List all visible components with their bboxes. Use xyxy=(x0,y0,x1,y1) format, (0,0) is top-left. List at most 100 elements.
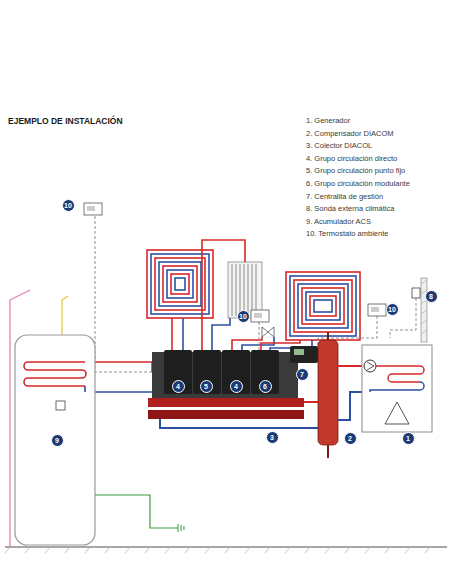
pump-module xyxy=(251,350,279,394)
floor-line xyxy=(5,546,447,548)
callout-text: 5 xyxy=(204,383,208,390)
callout-text: 9 xyxy=(55,437,59,444)
coil-loop xyxy=(151,254,209,314)
pump-module xyxy=(222,350,250,394)
control-display xyxy=(294,349,304,355)
callout-number: 10 xyxy=(237,310,250,323)
wall-hatch xyxy=(421,280,427,334)
callout-text: 10 xyxy=(64,202,72,209)
callout-text: 4 xyxy=(234,383,238,390)
ground-symbol xyxy=(178,524,184,532)
return-pipe xyxy=(338,392,362,420)
callout-number: 9 xyxy=(51,434,64,447)
coil-loop xyxy=(294,280,352,332)
wall xyxy=(421,278,427,342)
key-entry: 3. Colector DIACOL xyxy=(306,141,372,150)
burner-symbol xyxy=(385,402,409,424)
callout-text: 8 xyxy=(429,293,433,300)
callout-text: 2 xyxy=(348,435,352,442)
tank-coil xyxy=(84,386,86,392)
thermostat-display xyxy=(254,313,262,318)
tank-sensor xyxy=(56,401,65,410)
generator-coil xyxy=(370,382,424,392)
vent-stub xyxy=(327,332,329,340)
coil-loop xyxy=(171,274,189,294)
pump-module xyxy=(193,350,221,394)
callout-number: 5 xyxy=(200,380,213,393)
callout-text: 7 xyxy=(300,371,304,378)
thermostat-box xyxy=(84,203,102,215)
key-entry: 9. Acumulador ACS xyxy=(306,217,371,226)
separator-body xyxy=(318,340,338,445)
supply-pipe xyxy=(304,401,318,403)
callout-number: 1 xyxy=(402,432,415,445)
coil-loop xyxy=(155,258,205,310)
return-pipe xyxy=(212,318,230,352)
floor-heating-coil xyxy=(147,250,213,318)
coil-loop xyxy=(286,272,360,340)
coil-loop xyxy=(167,270,193,298)
key-entry: 8. Sonda externa climática xyxy=(306,204,394,213)
drain-stub xyxy=(327,445,329,458)
collector-bar xyxy=(148,398,304,407)
tank-coil xyxy=(24,362,86,386)
pump-symbol xyxy=(367,362,374,370)
outdoor-sensor xyxy=(412,278,427,342)
callout-number: 4 xyxy=(230,380,243,393)
callout-text: 4 xyxy=(176,383,180,390)
supply-pipe xyxy=(171,318,173,352)
thermostat-box xyxy=(368,304,386,316)
callout-text: 10 xyxy=(239,313,247,320)
signal-wire xyxy=(95,216,164,372)
coil-loop xyxy=(159,262,201,306)
room-thermostat xyxy=(251,310,269,322)
thermostat-display xyxy=(371,307,379,312)
key-entry: 6. Grupo circulación modulante xyxy=(306,179,410,188)
callout-text: 1 xyxy=(406,435,410,442)
key-entry: 1. Generador xyxy=(306,116,350,125)
key-entry: 4. Grupo circulación directo xyxy=(306,154,397,163)
key-entry: 2. Compensador DIACOM xyxy=(306,129,394,138)
coil-loop xyxy=(302,288,344,324)
callout-text: 3 xyxy=(270,434,274,441)
control-unit xyxy=(290,346,318,363)
water-pipe xyxy=(62,296,68,335)
coil-loop xyxy=(290,276,356,336)
coil-loop xyxy=(175,278,185,290)
pump-module xyxy=(164,350,192,394)
generator xyxy=(338,345,432,432)
callout-number: 2 xyxy=(344,432,357,445)
signal-wire xyxy=(259,322,260,352)
sensor-box xyxy=(412,288,420,298)
floor-hatch xyxy=(5,547,430,553)
hydraulic-separator xyxy=(318,332,338,458)
supply-pipe xyxy=(202,240,245,352)
callout-text: 10 xyxy=(388,306,396,313)
callout-number: 6 xyxy=(259,380,272,393)
thermostat-display xyxy=(87,206,95,211)
valve-symbol xyxy=(262,327,274,337)
radiator xyxy=(228,262,274,337)
radiator-fins xyxy=(232,264,256,316)
callout-number: 10 xyxy=(386,303,399,316)
room-thermostat xyxy=(368,304,386,316)
supply-pipe xyxy=(338,365,362,367)
control-box xyxy=(290,346,318,363)
coil-loop xyxy=(163,266,197,302)
pump-symbol xyxy=(364,360,376,372)
key-entry: 5. Grupo circulación punto fijo xyxy=(306,166,405,175)
callout-number: 10 xyxy=(62,199,75,212)
collector-bar xyxy=(148,410,304,419)
coil-loop xyxy=(314,300,332,312)
return-pipe xyxy=(160,419,318,428)
thermostat-box xyxy=(251,310,269,322)
floor-heating-coil xyxy=(286,272,360,340)
callout-number: 3 xyxy=(266,431,279,444)
coil-loop xyxy=(310,296,336,316)
generator-casing xyxy=(362,345,432,432)
coil-loop xyxy=(298,284,348,328)
key-entry: 10. Termostato ambiente xyxy=(306,229,388,238)
callout-text: 6 xyxy=(263,383,267,390)
